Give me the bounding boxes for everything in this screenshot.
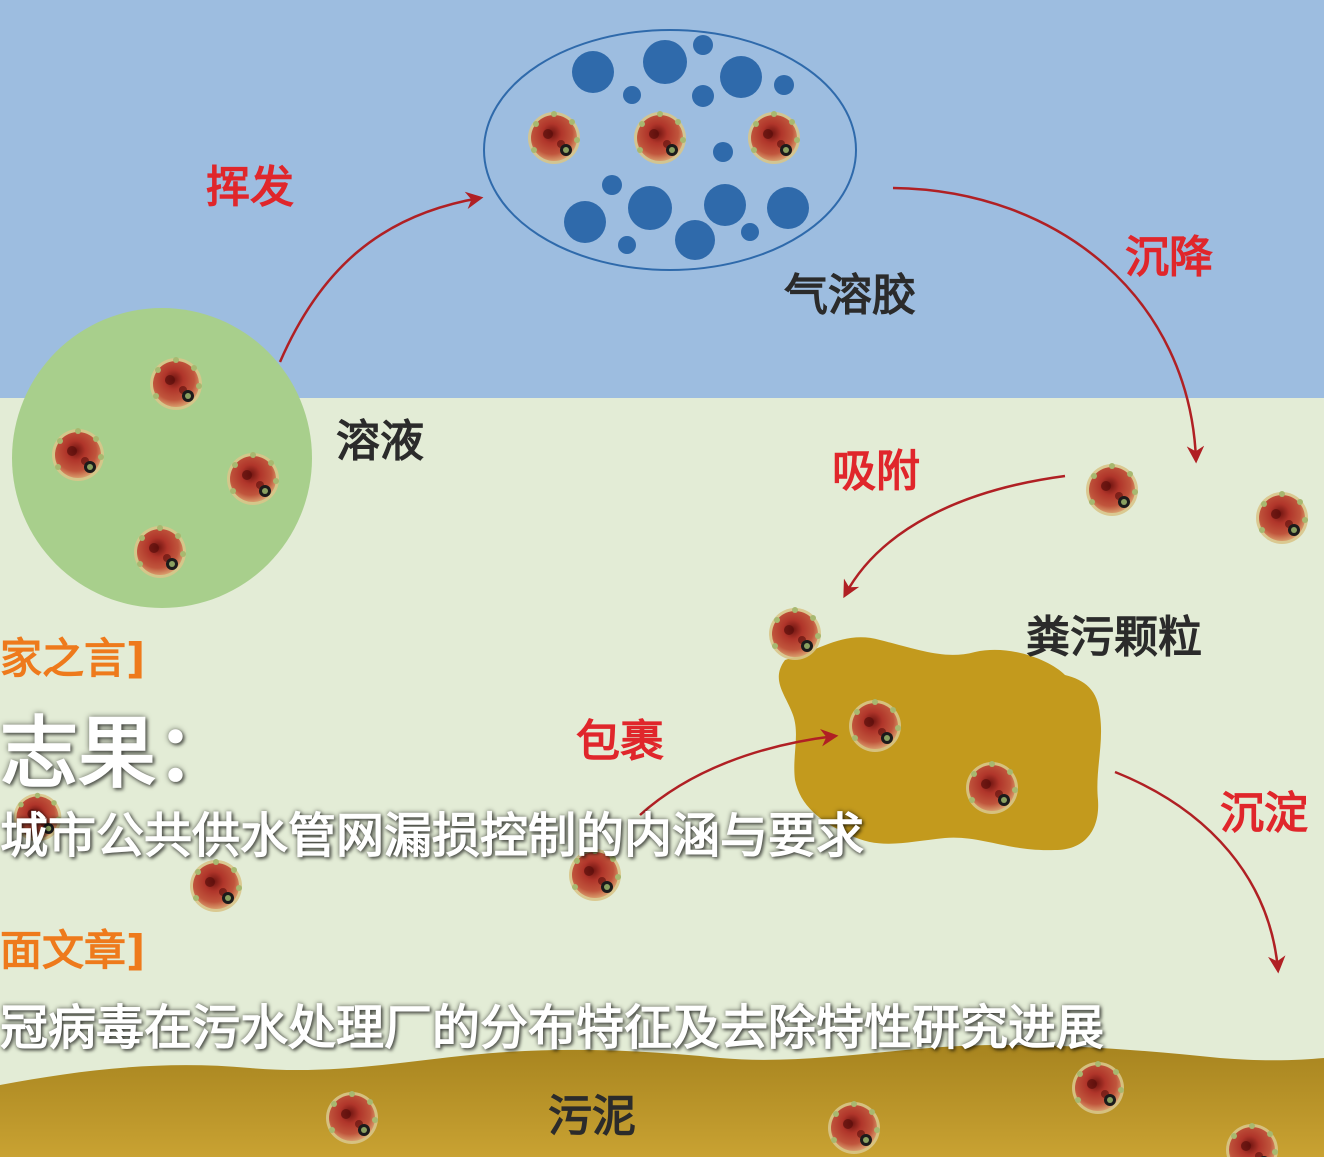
wrap-label: 包裹 [576,716,664,767]
settle-arrow [892,186,1205,464]
aerosol-droplets [564,35,809,260]
sludge-label: 污泥 [548,1091,636,1142]
solution-circle [12,308,312,608]
aerosol-label: 气溶胶 [784,270,916,321]
adsorb-label: 吸附 [832,446,920,497]
article-title-1[interactable]: 城市公共供水管网漏损控制的内涵与要求 [0,808,865,864]
sediment-arrow [1114,770,1286,974]
sediment-label: 沉淀 [1220,788,1308,839]
solution-label: 溶液 [336,416,424,467]
volatilize-label: 挥发 [206,162,294,213]
aerosol-ellipse [483,29,857,271]
fecal-particle-shape [778,637,1102,851]
expert-tag: 家之言] [0,634,146,683]
wrap-arrow [639,728,839,816]
article-title-2[interactable]: 冠病毒在污水处理厂的分布特征及去除特性研究进展 [0,1000,1105,1056]
cover-tag: 面文章] [0,926,146,975]
volatilize-arrow [278,191,484,363]
fecal-particle-label: 粪污颗粒 [1026,612,1202,663]
settle-label: 沉降 [1125,232,1213,283]
author-name: 志果： [0,709,235,799]
adsorb-arrow [843,474,1066,599]
